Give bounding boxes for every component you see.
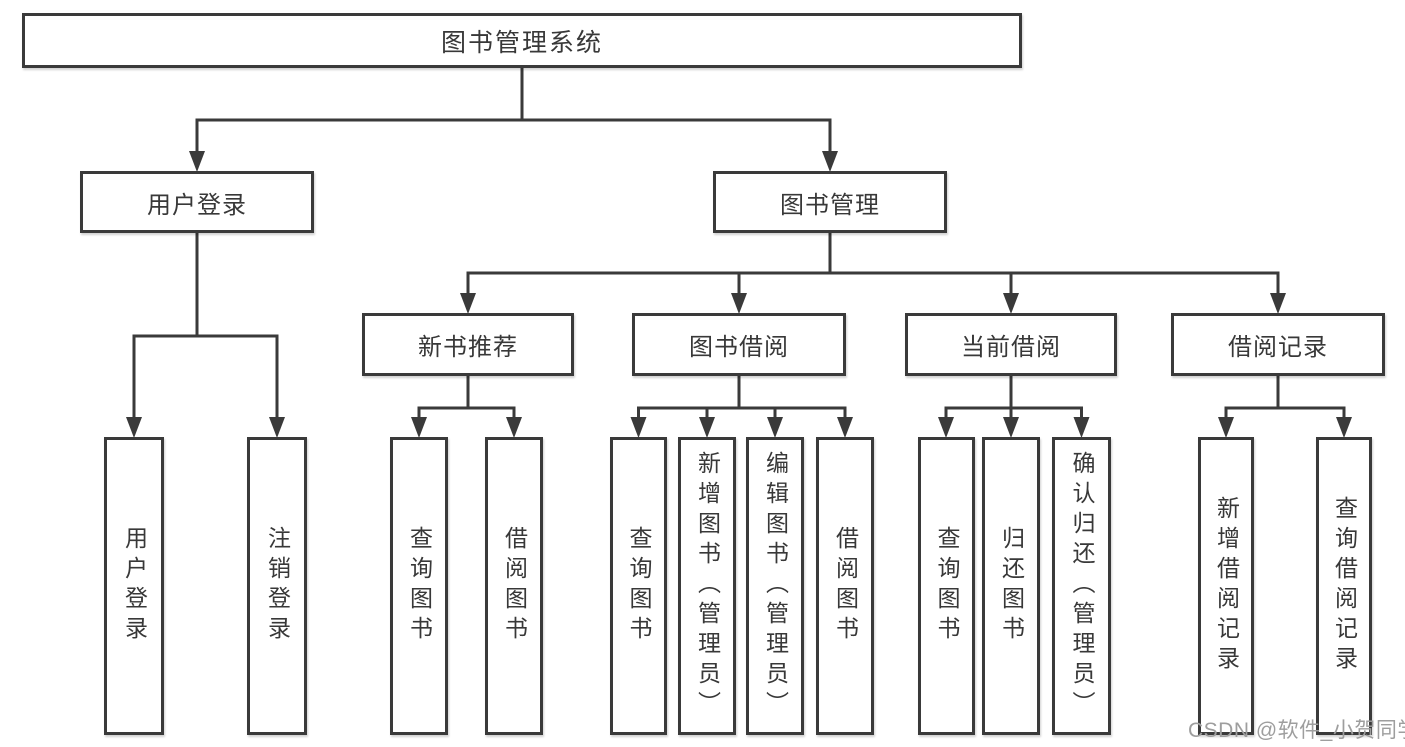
leaf-label: 编辑图书（管理员） <box>762 451 789 721</box>
leaf-label: 新增图书（管理员） <box>694 451 721 721</box>
leaf-label: 借阅图书 <box>832 526 859 646</box>
node-leaf-user-login: 用户登录 <box>104 437 164 735</box>
leaf-label: 查询图书 <box>934 526 960 646</box>
node-leaf-search-book-borrowing: 查询图书 <box>610 437 667 735</box>
node-leaf-confirm-return-admin: 确认归还（管理员） <box>1052 437 1111 735</box>
leaf-label: 查询图书 <box>406 526 433 646</box>
leaf-label: 新增借阅记录 <box>1213 496 1240 676</box>
leaf-label: 查询借阅记录 <box>1331 496 1358 676</box>
leaf-label: 查询图书 <box>626 526 652 646</box>
node-leaf-borrow-book-borrowing: 借阅图书 <box>816 437 874 735</box>
leaf-label: 注销登录 <box>264 526 291 646</box>
node-borrowing-records: 借阅记录 <box>1171 313 1385 376</box>
node-leaf-search-book-current: 查询图书 <box>918 437 975 735</box>
leaf-label: 确认归还（管理员） <box>1069 451 1095 721</box>
leaf-label: 用户登录 <box>121 526 148 646</box>
node-leaf-search-book-newrec: 查询图书 <box>390 437 448 735</box>
watermark-text: CSDN @软件_小贺同学 <box>1188 719 1405 742</box>
node-leaf-search-borrow-record: 查询借阅记录 <box>1316 437 1372 735</box>
leaf-label: 借阅图书 <box>501 526 528 646</box>
node-leaf-add-book-admin: 新增图书（管理员） <box>678 437 736 735</box>
node-root: 图书管理系统 <box>22 13 1022 68</box>
leaf-label: 归还图书 <box>998 526 1025 646</box>
node-book-borrowing: 图书借阅 <box>632 313 846 376</box>
connector-path <box>132 68 1346 418</box>
node-current-borrowing: 当前借阅 <box>905 313 1117 376</box>
arrowheads <box>126 151 1352 438</box>
node-leaf-borrow-book-newrec: 借阅图书 <box>485 437 543 735</box>
node-new-book-recommend: 新书推荐 <box>362 313 574 376</box>
node-user-login: 用户登录 <box>80 171 314 233</box>
node-book-management: 图书管理 <box>713 171 947 233</box>
node-leaf-return-book: 归还图书 <box>982 437 1040 735</box>
node-leaf-edit-book-admin: 编辑图书（管理员） <box>746 437 804 735</box>
node-leaf-add-borrow-record: 新增借阅记录 <box>1198 437 1254 735</box>
node-leaf-logout-login: 注销登录 <box>247 437 307 735</box>
